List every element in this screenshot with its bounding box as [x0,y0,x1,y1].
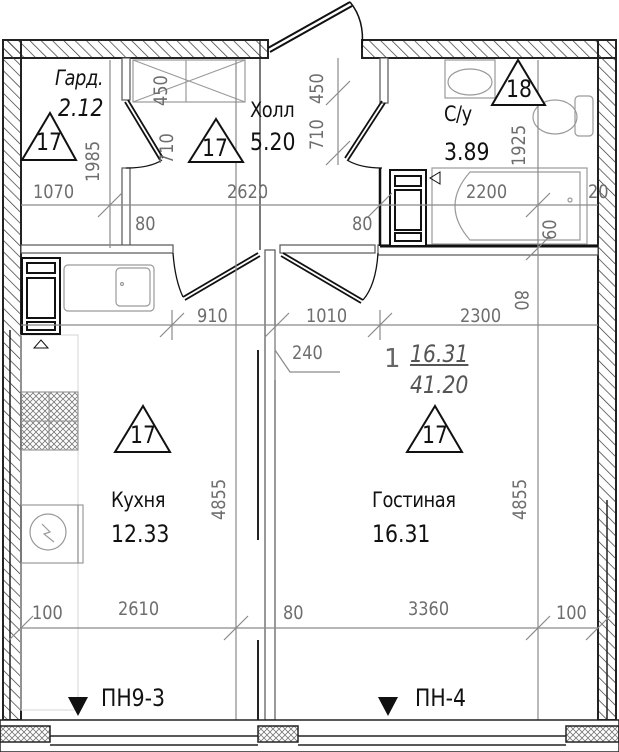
riser-arrow-kitchen [32,339,50,349]
dim-2610: 2610 [118,598,160,620]
dim-1070: 1070 [33,181,75,203]
exterior-walls [2,39,617,752]
dim-3360: 3360 [408,598,450,620]
apartment-index: 1 [384,344,401,374]
living-area-total: 16.31 [410,340,469,368]
dim-100-right: 100 [556,602,587,624]
interior-partitions [20,40,599,721]
dim-2300: 2300 [460,305,502,327]
dim-710-right: 710 [306,119,328,150]
bottom-wall-windows [0,719,619,752]
dimension-lines [8,58,611,720]
room-name-wardrobe: Гард. [55,66,104,90]
dim-240: 240 [292,342,323,364]
room-name-hall: Холл [250,98,295,122]
dim-710-left: 710 [156,133,178,164]
dim-80-mid: 80 [352,213,373,235]
dim-1925: 1925 [508,124,530,166]
panel-label-kitchen: ПН9-3 [101,684,166,712]
room-name-living: Гостиная [372,488,456,512]
dim-4855-right: 4855 [509,478,531,520]
dim-1985: 1985 [82,140,104,182]
room-area-hall: 5.20 [250,128,296,156]
room-marker-triangles [20,58,547,453]
fixtures [20,59,594,711]
dim-80-bottom: 80 [283,602,304,624]
dim-60: 60 [539,219,561,240]
dim-80-left: 80 [135,213,156,235]
room-area-bathroom: 3.89 [444,138,490,166]
window-marker-kitchen [68,697,88,716]
room-area-wardrobe: 2.12 [58,94,104,122]
dim-450-right: 450 [306,73,328,104]
room-area-kitchen: 12.33 [111,520,170,548]
interior-doors [124,99,386,304]
dim-2620: 2620 [227,181,269,203]
window-marker-living [378,697,398,716]
room-name-kitchen: Кухня [111,488,166,512]
riser-boxes [21,169,427,335]
entry-door [267,1,364,53]
riser-arrow-bathroom [429,171,441,185]
dim-1010: 1010 [306,305,348,327]
dim-20: 20 [588,181,609,203]
room-area-living: 16.31 [372,520,431,548]
dim-80-vertical: 80 [510,290,532,311]
dim-450-left: 450 [150,75,172,106]
panel-label-living: ПН-4 [415,684,467,712]
dim-100-left: 100 [32,602,63,624]
dim-910: 910 [197,305,228,327]
dim-2200: 2200 [466,181,508,203]
apartment-total-area: 41.20 [410,371,469,399]
room-name-bathroom: С/у [444,102,472,126]
dim-4855-left: 4855 [208,478,230,520]
